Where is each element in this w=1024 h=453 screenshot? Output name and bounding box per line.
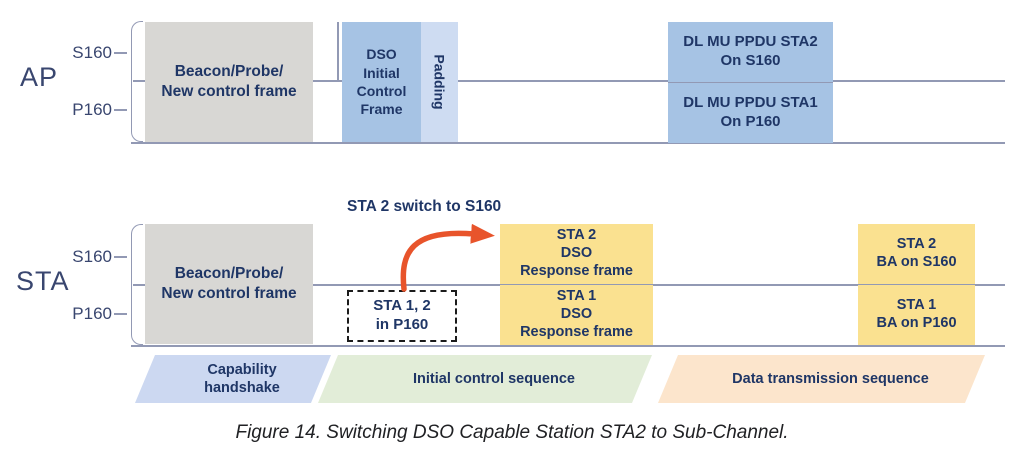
sta-p160-tick [114,313,127,315]
sta12-in-p160-dashed-box: STA 1, 2 in P160 [347,290,457,342]
ap-baseline [131,142,1005,144]
phase-initial-control-sequence: Initial control sequence [318,355,652,403]
ap-dl-mu-ppdu-box: DL MU PPDU STA2 On S160 DL MU PPDU STA1 … [668,22,833,143]
ba-top-line1: STA 2 [896,236,937,253]
ap-s160-label: S160 [72,43,112,62]
ap-label: AP [20,62,58,93]
sta-beacon-line1: Beacon/Probe/ [174,264,284,282]
dl-sta2-line1: DL MU PPDU STA2 [683,33,818,51]
dashed-box-line2: in P160 [375,316,429,333]
sta-label: STA [16,266,70,297]
sta2-ba-cell: STA 2 BA on S160 [858,224,975,285]
sta-beacon-probe-box: Beacon/Probe/ New control frame [145,224,313,344]
sta-beacon-line2: New control frame [161,285,297,302]
sta-s160-tick [114,256,127,258]
ap-p160-tick [114,109,127,111]
sta1-dso-response-cell: STA 1 DSO Response frame [500,285,653,345]
ap-padding-box: Padding [421,22,458,142]
ap-s160-tick [114,52,127,54]
ap-timeline-bracket [131,21,143,142]
sta1-ba-cell: STA 1 BA on P160 [858,285,975,345]
ba-bot-line1: STA 1 [896,297,937,314]
sta-label-text: STA [16,266,70,296]
phase1-line2: handshake [204,380,280,396]
dso-line-3: Control [356,83,407,99]
ap-label-text: AP [20,62,59,92]
figure-caption: Figure 14. Switching DSO Capable Station… [235,422,789,443]
ap-beacon-line2: New control frame [161,83,297,100]
ap-frame-boundary-line [337,22,339,80]
sta-dso-response-box: STA 2 DSO Response frame STA 1 DSO Respo… [500,224,653,345]
phase2-label: Initial control sequence [413,370,575,387]
sta-timeline-bracket [131,224,143,345]
ba-top-line2: BA on S160 [876,254,957,270]
ap-beacon-line1: Beacon/Probe/ [174,62,284,80]
ba-bot-line2: BA on P160 [876,315,957,331]
sta2-dso-response-cell: STA 2 DSO Response frame [500,224,653,285]
phase-data-transmission-sequence: Data transmission sequence [658,355,985,403]
ap-channel-divider-line [133,80,1005,82]
dl-mu-ppdu-sta1-cell: DL MU PPDU STA1 On P160 [668,83,833,143]
ap-p160-label: P160 [72,100,112,119]
dso-line-2: Initial [363,64,400,81]
resp-top-line2: DSO [560,245,593,262]
phase3-label: Data transmission sequence [732,370,929,387]
ap-dso-initial-control-box: DSO Initial Control Frame [342,22,421,142]
resp-top-line1: STA 2 [556,227,597,244]
dl-mu-ppdu-sta2-cell: DL MU PPDU STA2 On S160 [668,22,833,83]
dl-sta1-line2: On P160 [720,113,781,130]
padding-label: Padding [431,54,448,110]
resp-bot-line3: Response frame [520,323,633,340]
resp-top-line3: Response frame [520,262,633,279]
sta-baseline [131,345,1005,347]
dl-sta1-line1: DL MU PPDU STA1 [683,94,818,112]
sta-p160-label: P160 [72,304,112,323]
dso-line-1: DSO [366,46,397,63]
dso-line-4: Frame [360,101,403,118]
sta-block-ack-box: STA 2 BA on S160 STA 1 BA on P160 [858,224,975,345]
dl-sta2-line2: On S160 [720,52,781,69]
dashed-box-line1: STA 1, 2 [373,297,431,315]
ap-beacon-probe-box: Beacon/Probe/ New control frame [145,22,313,142]
resp-bot-line2: DSO [560,306,593,323]
sta2-switch-annotation: STA 2 switch to S160 [347,198,502,215]
resp-bot-line1: STA 1 [556,288,597,305]
sta-s160-label: S160 [72,247,112,266]
phase-capability-handshake: Capability handshake [135,355,331,403]
phase1-line1: Capability [207,361,277,378]
